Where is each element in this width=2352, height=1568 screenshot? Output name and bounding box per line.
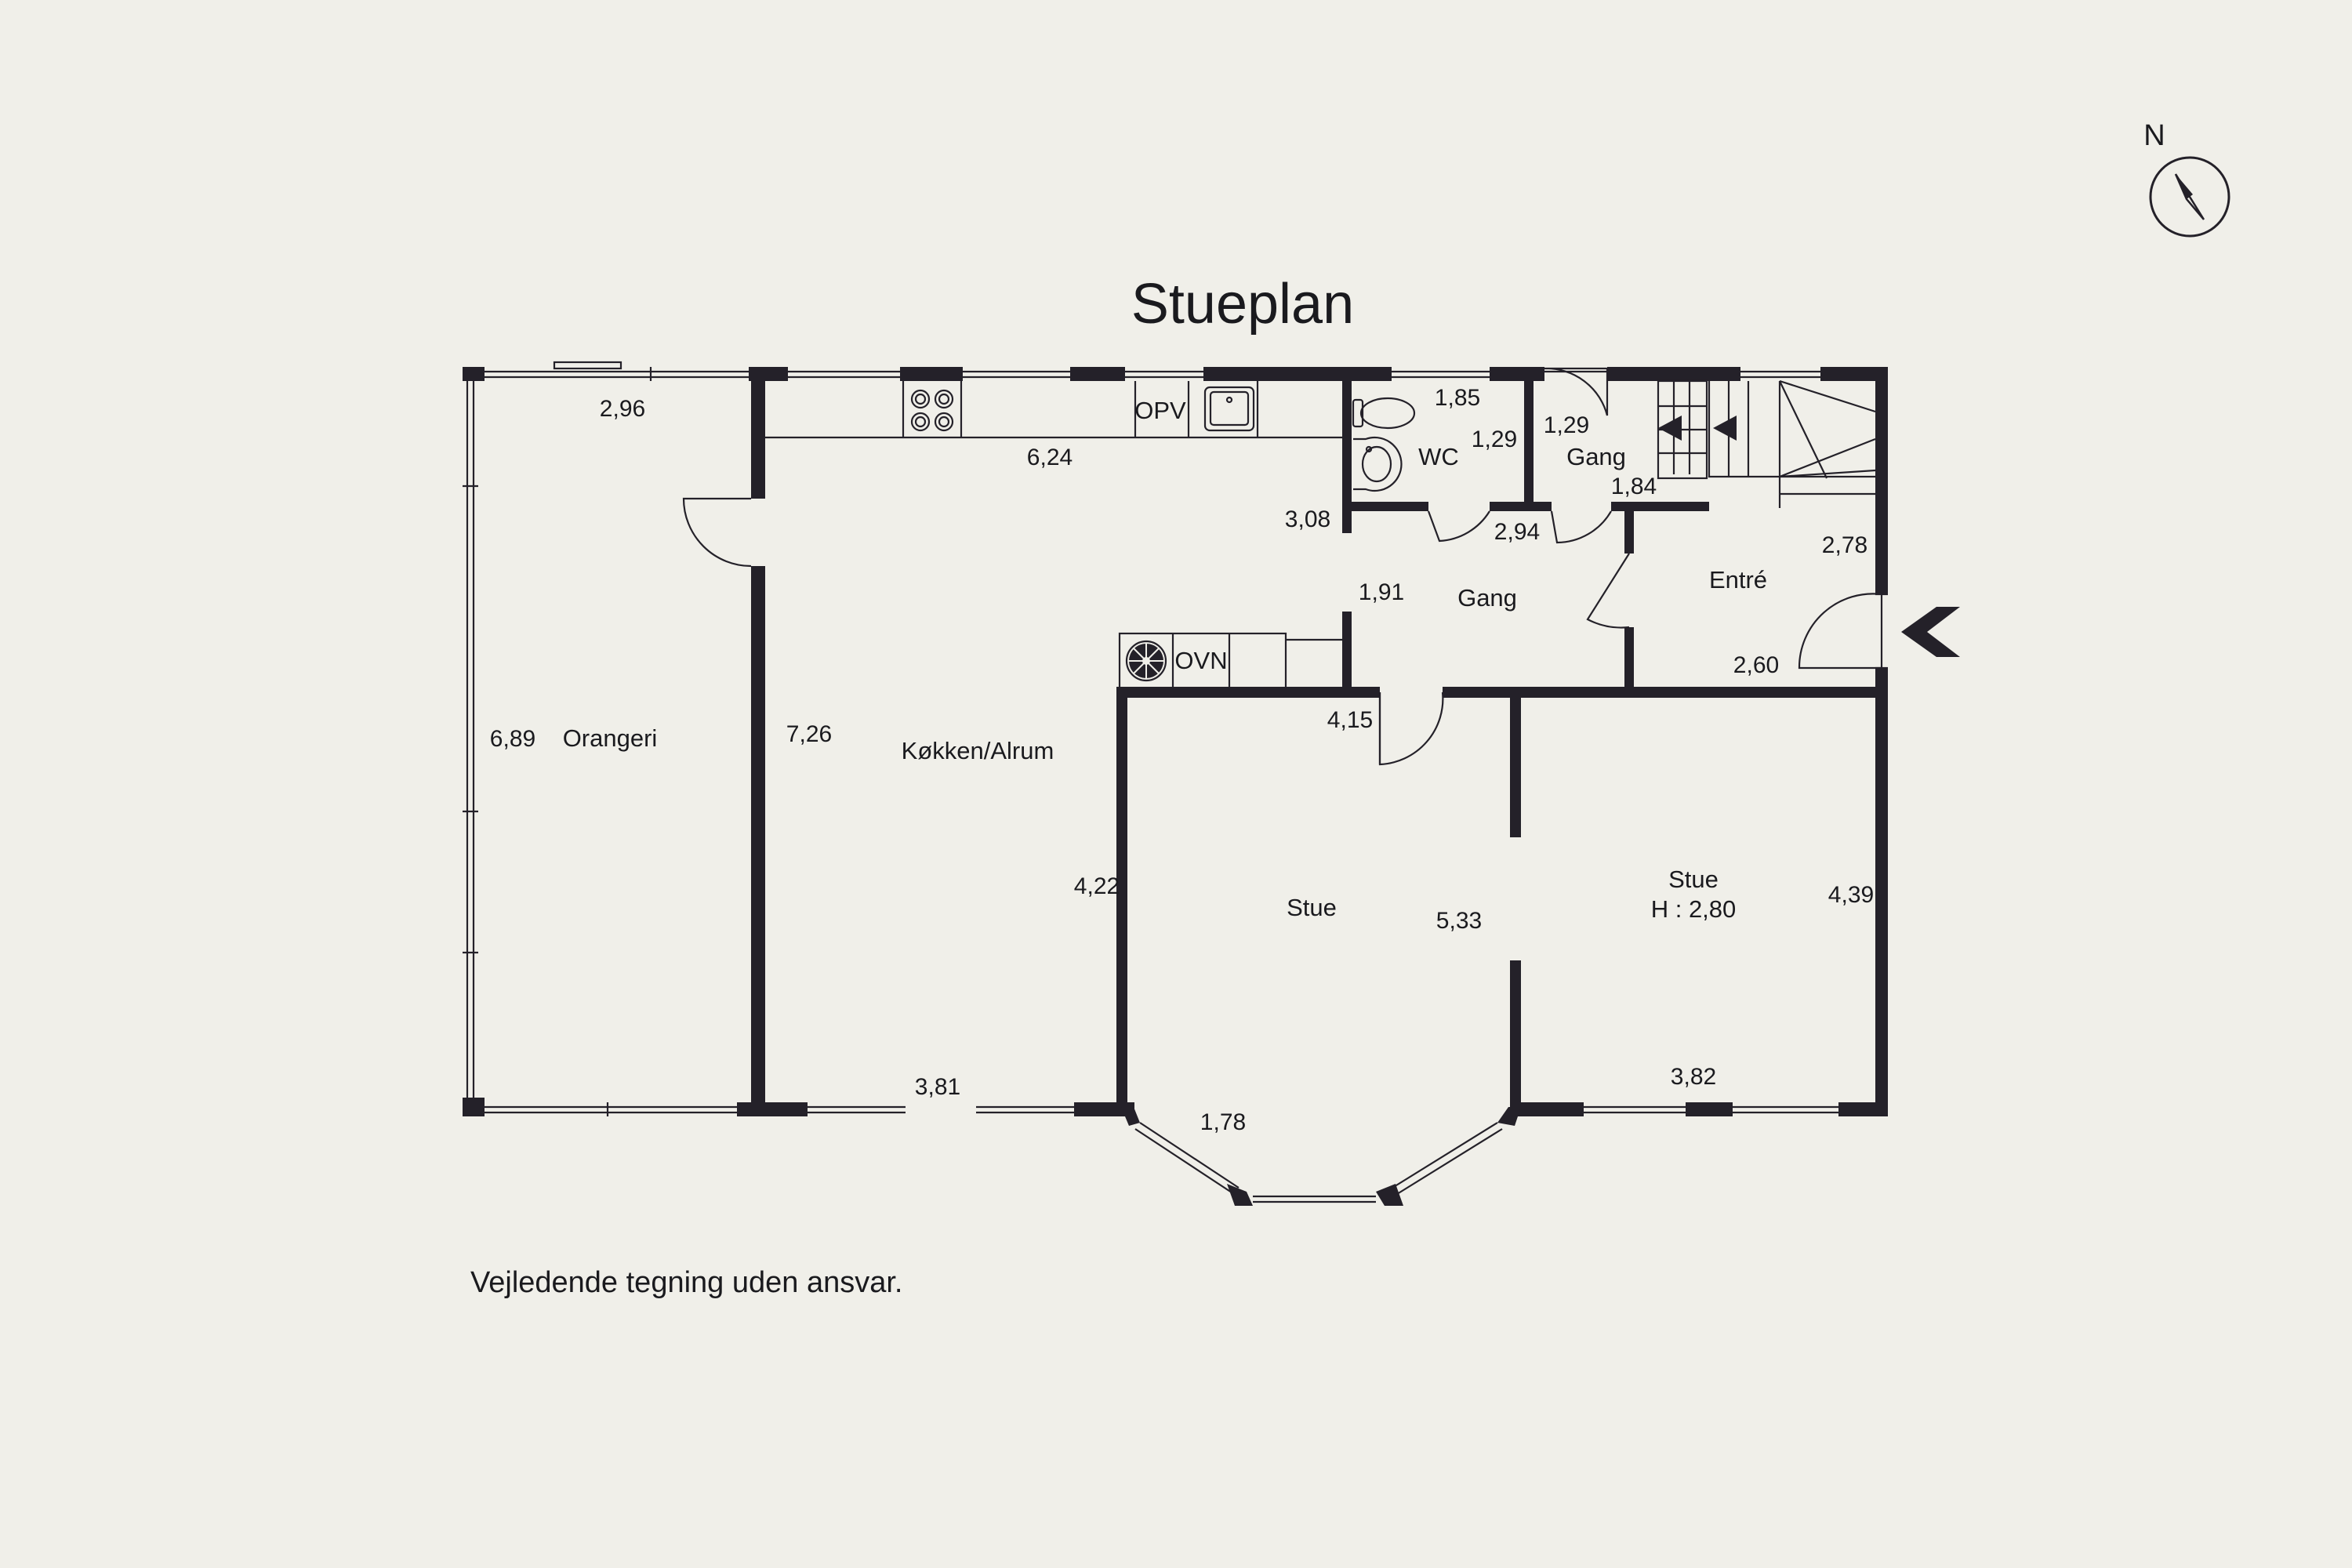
dim-gang-depth: 1,91 bbox=[1359, 579, 1404, 605]
dim-stue-right-width: 3,82 bbox=[1671, 1064, 1716, 1090]
dim-kokken-top: 6,24 bbox=[1027, 445, 1073, 470]
dim-orangeri-length: 6,89 bbox=[490, 726, 535, 752]
dim-orangeri-width: 2,96 bbox=[600, 396, 645, 422]
dim-wc-depth: 1,29 bbox=[1472, 426, 1517, 452]
dim-gang-small-depth: 1,84 bbox=[1611, 474, 1657, 499]
doors bbox=[682, 367, 1888, 766]
room-label-stue-left: Stue bbox=[1287, 894, 1337, 921]
dim-stue-total: 5,33 bbox=[1436, 908, 1482, 934]
room-label-stue-right: Stue bbox=[1668, 866, 1719, 893]
staircase bbox=[1657, 379, 1876, 508]
ovn-label: OVN bbox=[1174, 647, 1227, 674]
dim-gang-width: 2,94 bbox=[1494, 519, 1540, 545]
room-label-orangeri: Orangeri bbox=[563, 724, 658, 752]
interior-walls bbox=[751, 367, 1882, 1116]
dim-stue-left-depth: 4,15 bbox=[1327, 707, 1373, 733]
fan-icon bbox=[1125, 640, 1167, 682]
dim-kokken-bottom: 3,81 bbox=[915, 1074, 960, 1100]
dim-entre-width: 2,60 bbox=[1733, 652, 1779, 678]
room-label-gang: Gang bbox=[1457, 584, 1517, 612]
opv-label: OPV bbox=[1134, 397, 1186, 424]
room-label-wc: WC bbox=[1418, 443, 1459, 470]
dim-kokken-length: 7,26 bbox=[786, 721, 832, 747]
washbasin-icon bbox=[1353, 436, 1403, 492]
dimension-labels: 2,96 6,89 6,24 7,26 3,81 3,08 1,85 1,29 … bbox=[490, 385, 1874, 1135]
room-label-gang-small: Gang bbox=[1566, 443, 1626, 470]
room-label-kokken: Køkken/Alrum bbox=[902, 737, 1054, 764]
sink-icon bbox=[1203, 386, 1255, 432]
windows bbox=[463, 361, 1838, 1203]
compass-north-label: N bbox=[2143, 119, 2165, 152]
toilet-icon bbox=[1352, 397, 1416, 430]
room-label-entre: Entré bbox=[1709, 566, 1767, 593]
oven-counter bbox=[1118, 632, 1342, 690]
dim-wc-width: 1,85 bbox=[1435, 385, 1480, 411]
dim-entre-depth: 2,78 bbox=[1822, 532, 1867, 558]
dim-kokken-step: 3,08 bbox=[1285, 506, 1330, 532]
disclaimer-note: Vejledende tegning uden ansvar. bbox=[470, 1266, 902, 1299]
room-height-stue-right: H : 2,80 bbox=[1651, 895, 1737, 923]
kitchen-counter bbox=[765, 381, 1342, 439]
dim-stue-right-depth: 4,39 bbox=[1828, 882, 1874, 908]
cooktop-icon bbox=[910, 389, 954, 432]
dim-gang-small-width: 1,29 bbox=[1544, 412, 1589, 438]
plan-title: Stueplan bbox=[1131, 273, 1354, 336]
dim-bay: 1,78 bbox=[1200, 1109, 1246, 1135]
entrance-arrow-icon bbox=[1901, 607, 1960, 657]
compass-icon: N bbox=[2143, 119, 2230, 238]
dim-stue-left-side: 4,22 bbox=[1074, 873, 1120, 899]
